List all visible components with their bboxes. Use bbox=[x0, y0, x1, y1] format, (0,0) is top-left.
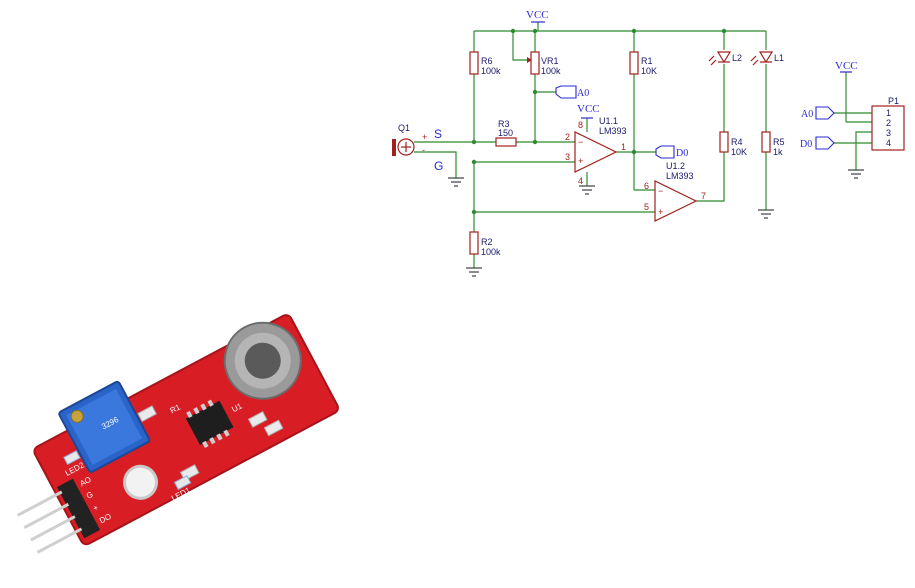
svg-text:6: 6 bbox=[644, 181, 649, 191]
led-l1: L1 bbox=[750, 51, 784, 66]
vcc-symbol-opamp: VCC bbox=[577, 103, 600, 119]
ground-mic bbox=[448, 177, 464, 187]
opamp-u1-1: − + 2 3 1 8 4 U1.1 LM393 bbox=[565, 116, 627, 186]
svg-text:L2: L2 bbox=[732, 53, 742, 63]
svg-text:R6: R6 bbox=[481, 56, 493, 66]
svg-text:10K: 10K bbox=[731, 147, 747, 157]
svg-text:5: 5 bbox=[644, 202, 649, 212]
opamp-u1-2: − + 6 5 7 U1.2 LM393 bbox=[644, 161, 706, 222]
svg-text:1: 1 bbox=[621, 142, 626, 152]
svg-text:8: 8 bbox=[578, 120, 583, 130]
svg-text:−: − bbox=[658, 186, 663, 196]
vcc-symbol-connector: VCC bbox=[835, 60, 858, 73]
svg-text:R1: R1 bbox=[641, 56, 653, 66]
svg-text:L1: L1 bbox=[774, 53, 784, 63]
svg-text:R5: R5 bbox=[773, 137, 785, 147]
svg-text:2: 2 bbox=[565, 132, 570, 142]
ground-connector bbox=[848, 169, 864, 179]
svg-text:U1.2: U1.2 bbox=[666, 161, 685, 171]
connector-p1: P1 1 2 3 4 bbox=[871, 96, 905, 151]
svg-text:R2: R2 bbox=[481, 237, 493, 247]
svg-text:2: 2 bbox=[886, 118, 891, 128]
resistor-r2: R2 100k bbox=[469, 231, 501, 257]
microphone-q1: Q1 + - bbox=[392, 123, 427, 156]
svg-text:D0: D0 bbox=[676, 148, 688, 159]
svg-text:LM393: LM393 bbox=[599, 126, 627, 136]
ground-opamp bbox=[579, 185, 595, 195]
signal-label-s: S bbox=[434, 127, 442, 141]
svg-text:1k: 1k bbox=[773, 147, 783, 157]
svg-text:D0: D0 bbox=[800, 139, 812, 150]
resistor-r1: R1 10K bbox=[629, 51, 657, 76]
svg-text:R4: R4 bbox=[731, 137, 743, 147]
ground-r5 bbox=[758, 209, 774, 219]
svg-text:VCC: VCC bbox=[526, 9, 549, 21]
svg-text:150: 150 bbox=[498, 128, 513, 138]
net-label-a0-schematic: A0 bbox=[555, 85, 589, 99]
vcc-symbol-top: VCC bbox=[526, 9, 549, 23]
junctions bbox=[471, 28, 727, 215]
svg-text:−: − bbox=[578, 137, 583, 147]
resistor-r5: R5 1k bbox=[761, 131, 785, 157]
svg-text:A0: A0 bbox=[801, 109, 813, 120]
svg-text:100k: 100k bbox=[481, 247, 501, 257]
svg-text:3: 3 bbox=[886, 128, 891, 138]
net-label-d0-connector: D0 bbox=[800, 136, 835, 150]
svg-text:100k: 100k bbox=[541, 66, 561, 76]
svg-text:U1.1: U1.1 bbox=[599, 116, 618, 126]
led-l2: L2 bbox=[708, 51, 742, 66]
net-label-d0-schematic: D0 bbox=[655, 145, 688, 159]
svg-text:100k: 100k bbox=[481, 66, 501, 76]
svg-text:+: + bbox=[578, 156, 583, 166]
ground-r2 bbox=[466, 267, 482, 277]
svg-text:+: + bbox=[658, 207, 663, 217]
resistor-r4: R4 10K bbox=[719, 131, 747, 157]
svg-text:-: - bbox=[422, 145, 425, 155]
svg-text:1: 1 bbox=[886, 108, 891, 118]
svg-text:7: 7 bbox=[701, 191, 706, 201]
signal-label-g: G bbox=[434, 159, 443, 173]
svg-text:4: 4 bbox=[886, 138, 891, 148]
svg-text:Q1: Q1 bbox=[398, 123, 410, 133]
resistor-r6: R6 100k bbox=[469, 51, 501, 76]
svg-text:P1: P1 bbox=[888, 96, 899, 106]
svg-text:+: + bbox=[422, 132, 427, 142]
svg-text:R3: R3 bbox=[498, 119, 510, 129]
svg-text:VR1: VR1 bbox=[541, 56, 559, 66]
svg-text:VCC: VCC bbox=[577, 103, 600, 115]
svg-text:A0: A0 bbox=[577, 88, 589, 99]
svg-text:LM393: LM393 bbox=[666, 171, 694, 181]
svg-text:3: 3 bbox=[565, 152, 570, 162]
svg-text:4: 4 bbox=[578, 176, 583, 186]
potentiometer-vr1: VR1 100k bbox=[527, 51, 561, 76]
svg-text:VCC: VCC bbox=[835, 60, 858, 72]
net-label-a0-connector: A0 bbox=[801, 106, 835, 120]
svg-text:10K: 10K bbox=[641, 66, 657, 76]
resistor-r3: R3 150 bbox=[495, 119, 517, 147]
